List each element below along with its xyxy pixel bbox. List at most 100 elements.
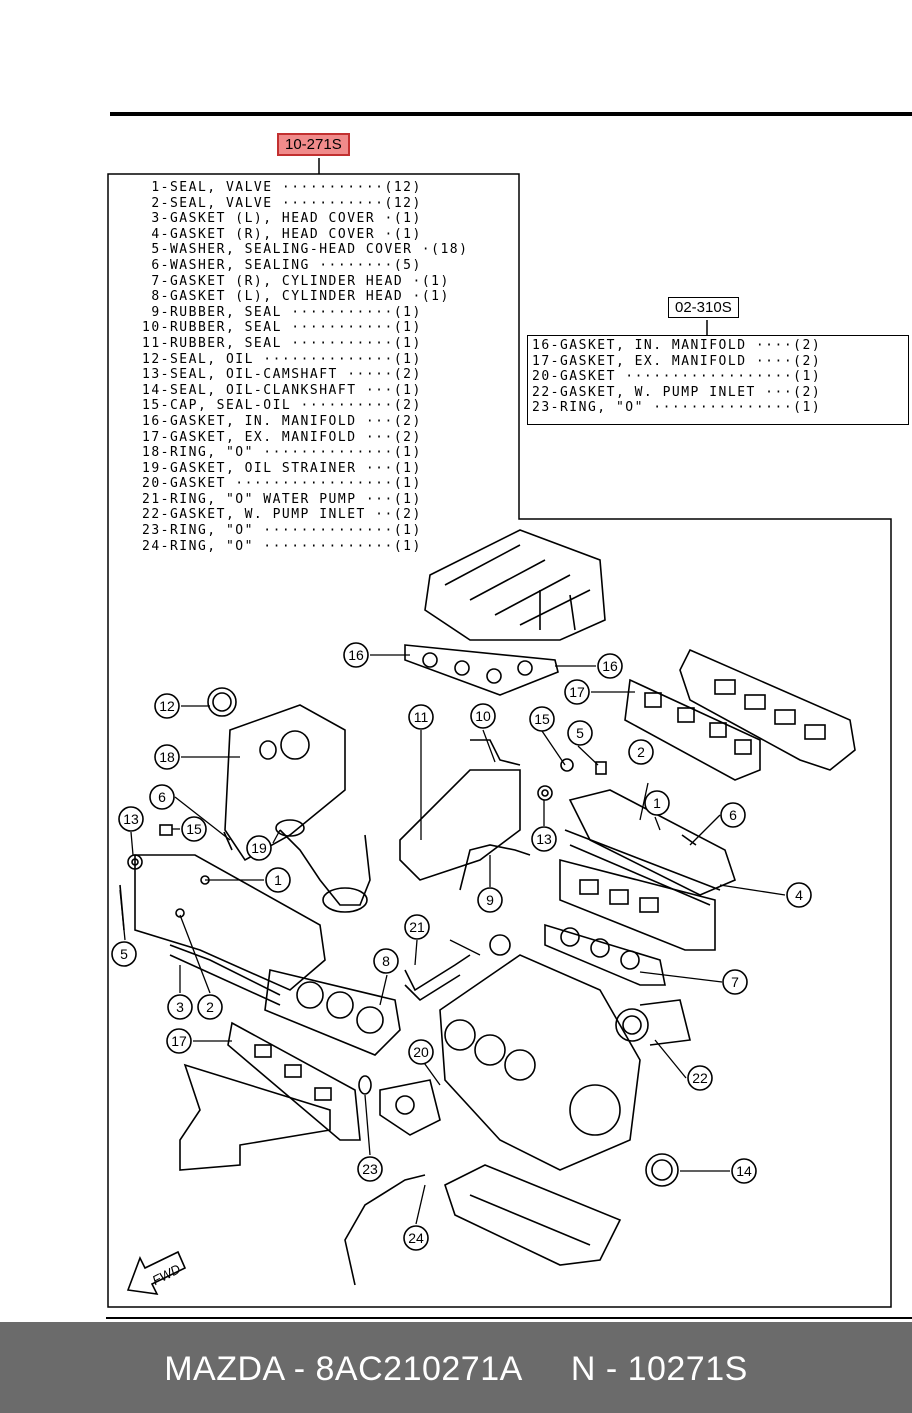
secondary-list-num: 23-: [532, 400, 560, 416]
main-list-qty: (1): [393, 523, 422, 539]
main-list-dots: ··········: [291, 398, 394, 414]
main-list-num: 4-: [142, 226, 170, 242]
callout-9-circle: [477, 887, 503, 913]
main-list-qty: (1): [393, 226, 422, 242]
main-list-dots: ···········: [281, 304, 394, 320]
callout-18: 18: [159, 749, 175, 765]
main-list-dots: ·: [412, 242, 432, 258]
main-list-dots: ···: [356, 460, 394, 476]
main-list-name: RUBBER, SEAL: [169, 335, 282, 351]
callout-9: 9: [486, 892, 494, 908]
main-list-row: 23-RING, "O" ··············(1): [142, 523, 468, 539]
callout-2: 2: [206, 999, 214, 1015]
callout-3-circle: [167, 994, 193, 1020]
callout-19: 19: [251, 840, 267, 856]
callout-23-circle: [357, 1156, 383, 1182]
callout-1: 1: [274, 872, 282, 888]
callout-15-circle: [529, 706, 555, 732]
main-list-num: 17-: [142, 429, 170, 445]
callout-5-circle: [567, 720, 593, 746]
secondary-list-name: GASKET, W. PUMP INLET: [559, 384, 756, 400]
callout-13-circle: [531, 826, 557, 852]
fwd-arrow: FWD: [126, 1250, 187, 1295]
main-list-dots: ···: [356, 491, 394, 507]
main-list-name: RING, "O": [169, 523, 254, 539]
main-list-num: 8-: [142, 289, 170, 305]
secondary-list-qty: (2): [793, 338, 822, 353]
engine-block: [439, 954, 641, 1171]
main-list-qty: (1): [393, 460, 422, 476]
main-list-name: GASKET (L), CYLINDER HEAD: [169, 289, 404, 305]
main-list-num: 2-: [142, 195, 170, 211]
water-hose: [404, 954, 471, 1002]
main-list-name: WASHER, SEALING-HEAD COVER: [169, 242, 413, 258]
main-list-dots: ·: [403, 289, 422, 305]
main-list-row: 8-GASKET (L), CYLINDER HEAD ·(1): [142, 289, 468, 305]
callout-2-circle: [628, 739, 654, 765]
main-list-qty: (1): [393, 304, 422, 320]
secondary-list-name: RING, "O": [559, 400, 644, 416]
main-list-dots: ··············: [253, 351, 394, 367]
main-list-num: 3-: [142, 211, 170, 227]
callout-4: 4: [795, 887, 803, 903]
main-list-name: GASKET, OIL STRAINER: [169, 460, 357, 476]
kit-code-secondary: 02-310S: [668, 297, 739, 318]
main-list-num: 7-: [142, 273, 170, 289]
main-list-qty: (12): [384, 195, 422, 211]
main-list-qty: (1): [393, 351, 422, 367]
callout-16-circle: [597, 653, 623, 679]
main-list-num: 12-: [142, 351, 170, 367]
main-list-num: 1-: [142, 180, 170, 195]
main-list-name: SEAL, OIL-CAMSHAFT: [169, 367, 338, 383]
main-list-qty: (1): [393, 320, 422, 336]
thermostat-housing: [489, 934, 691, 1046]
secondary-list-qty: (1): [793, 369, 822, 385]
main-list-qty: (1): [393, 335, 422, 351]
callout-6-circle: [720, 802, 746, 828]
callout-1: 1: [653, 795, 661, 811]
main-list-num: 9-: [142, 304, 170, 320]
main-list-qty: (1): [393, 538, 422, 554]
exhaust-gasket-right: [624, 678, 761, 781]
main-list-row: 9-RUBBER, SEAL ···········(1): [142, 305, 468, 321]
callout-21: 21: [409, 919, 425, 935]
main-list-row: 21-RING, "O" WATER PUMP ···(1): [142, 492, 468, 508]
parts-list-secondary-box: [527, 335, 909, 425]
callout-22: 22: [692, 1070, 708, 1086]
main-list-qty: (5): [393, 257, 422, 273]
main-list-qty: (2): [393, 413, 422, 429]
callout-23: 23: [362, 1161, 378, 1177]
main-list-name: GASKET, IN. MANIFOLD: [169, 413, 357, 429]
main-list-num: 23-: [142, 523, 170, 539]
oil-strainer: [275, 819, 371, 913]
main-list-num: 19-: [142, 460, 170, 476]
secondary-list-num: 16-: [532, 338, 560, 353]
main-list-row: 3-GASKET (L), HEAD COVER ·(1): [142, 211, 468, 227]
main-list-name: GASKET (L), HEAD COVER: [169, 211, 376, 227]
main-list-qty: (18): [431, 242, 469, 258]
callout-16: 16: [602, 658, 618, 674]
main-list-qty: (1): [421, 273, 450, 289]
main-list-dots: ·····: [337, 367, 394, 383]
main-list-name: SEAL, OIL-CLANKSHAFT: [169, 382, 357, 398]
cylinder-head-right: [559, 858, 716, 951]
callout-14-circle: [731, 1158, 757, 1184]
main-list-qty: (2): [393, 367, 422, 383]
callout-14: 14: [736, 1163, 752, 1179]
main-list-row: 5-WASHER, SEALING-HEAD COVER ·(18): [142, 242, 468, 258]
main-list-num: 21-: [142, 491, 170, 507]
main-list-num: 22-: [142, 507, 170, 523]
callout-17-circle: [564, 679, 590, 705]
main-list-dots: ···········: [281, 335, 394, 351]
main-list-name: GASKET (R), CYLINDER HEAD: [169, 273, 404, 289]
intake-manifold: [424, 529, 606, 641]
secondary-list-dots: ··················: [615, 369, 794, 385]
main-list-row: 10-RUBBER, SEAL ···········(1): [142, 320, 468, 336]
main-list-qty: (1): [393, 476, 422, 492]
main-list-dots: ··············: [253, 538, 394, 554]
main-list-row: 16-GASKET, IN. MANIFOLD ···(2): [142, 414, 468, 430]
callout-12: 12: [159, 698, 175, 714]
cylinder-head-gasket-right: [544, 923, 666, 986]
callout-7: 7: [731, 974, 739, 990]
